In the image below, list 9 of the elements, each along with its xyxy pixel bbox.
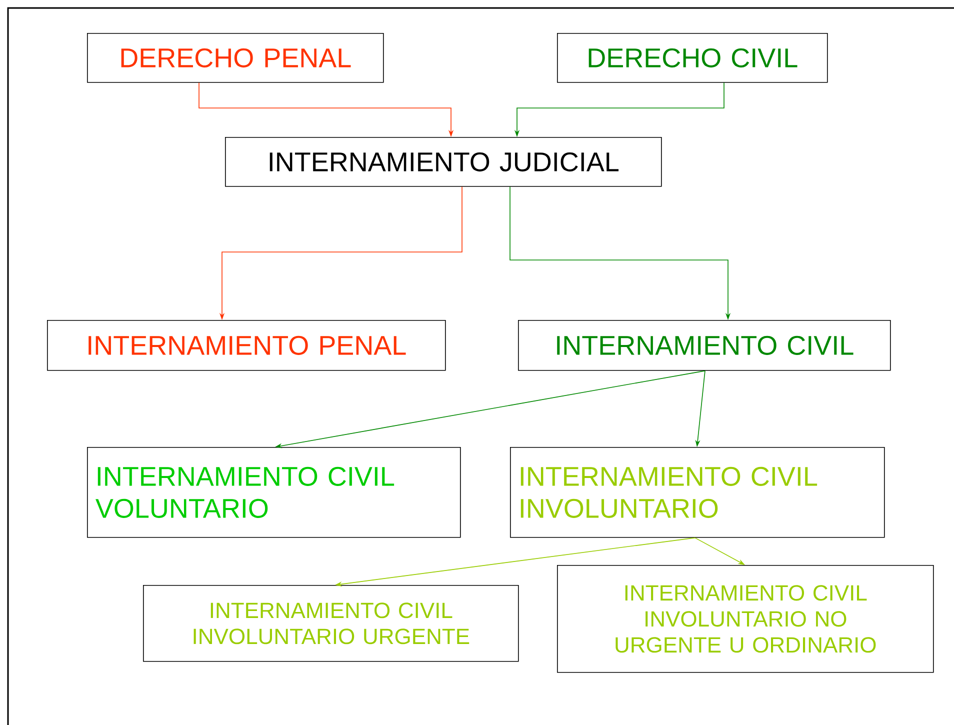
concept-box: INTERNAMIENTO JUDICIAL [225,137,662,187]
concept-box: DERECHO PENAL [87,33,384,83]
concept-box: INTERNAMIENTO CIVIL INVOLUNTARIO URGENTE [143,585,519,662]
concept-box: INTERNAMIENTO CIVIL VOLUNTARIO [87,447,461,538]
concept-box: INTERNAMIENTO CIVIL INVOLUNTARIO NO URGENTE U ORDINARIO [557,565,934,673]
concept-box: INTERNAMIENTO CIVIL INVOLUNTARIO [510,447,885,538]
concept-box: DERECHO CIVIL [557,33,828,83]
concept-box: INTERNAMIENTO PENAL [47,320,446,371]
concept-box: INTERNAMIENTO CIVIL [518,320,891,371]
